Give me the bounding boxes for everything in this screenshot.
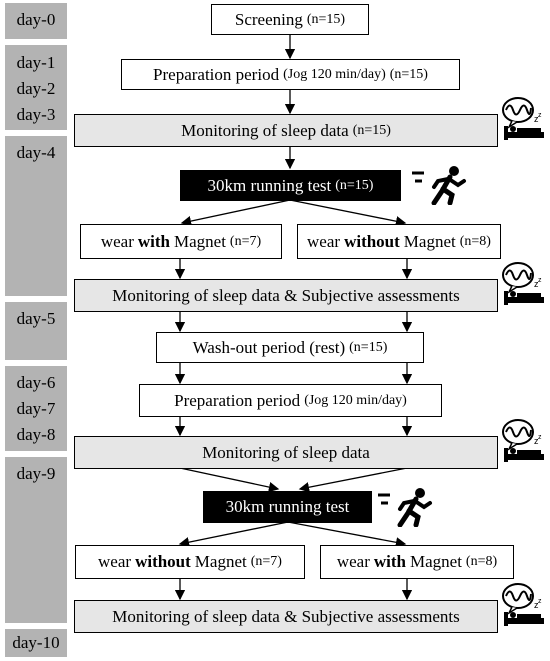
sleep-subjective-box-1: Monitoring of sleep data & Subjective as… (74, 279, 498, 312)
preparation-label-2: Preparation period (174, 390, 301, 410)
preparation-detail-2: (Jog 120 min/day) (304, 392, 407, 408)
with-word-d: with (373, 552, 406, 571)
day-band-9 (5, 457, 67, 623)
screening-label: Screening (234, 9, 303, 29)
day-label-10: day-10 (12, 633, 60, 652)
svg-text:z: z (534, 600, 539, 610)
sleep-subjective-box-2: Monitoring of sleep data & Subjective as… (74, 600, 498, 633)
magnet-word-b: Magnet (403, 231, 456, 251)
day-label-0: day-0 (16, 10, 56, 29)
day-label-4: day-4 (16, 143, 56, 162)
sleep-subjective-label-2: Monitoring of sleep data & Subjective as… (112, 606, 460, 626)
wear-word-a: wear (100, 231, 134, 251)
running-test-label-2: 30km running test (225, 497, 350, 516)
running-test-count-1: (n=15) (335, 177, 374, 193)
day-label-8: day-8 (16, 425, 56, 444)
svg-text:z: z (538, 277, 542, 284)
wear-without-magnet-box-1: wear without Magnet (n=8) (297, 224, 501, 259)
day-band-5 (5, 302, 67, 360)
wear-with-count-2: (n=8) (465, 554, 498, 569)
magnet-word-c: Magnet (194, 552, 247, 571)
wear-with-magnet-box-2: wear with Magnet (n=8) (320, 545, 514, 579)
washout-box: Wash-out period (rest) (n=15) (156, 332, 424, 363)
preparation-detail-1: (Jog 120 min/day) (283, 66, 386, 82)
sleep-monitoring-box-2: Monitoring of sleep data (74, 436, 498, 469)
screening-count: (n=15) (306, 11, 346, 27)
wear-word-b: wear (307, 231, 341, 251)
preparation-count-1: (n=15) (389, 66, 428, 82)
runner-icon (412, 166, 466, 205)
day-label-5: day-5 (16, 309, 56, 328)
without-word-b: without (344, 231, 400, 251)
day-band-10 (5, 629, 67, 657)
wear-with-count-1: (n=7) (229, 233, 262, 249)
sleep-monitor-icon: z z (502, 97, 544, 140)
running-test-box-2: 30km running test (203, 491, 372, 523)
wear-without-count-1: (n=8) (459, 233, 491, 249)
without-word-c: without (135, 552, 191, 571)
wear-word-c: wear (98, 552, 132, 571)
svg-text:z: z (534, 279, 539, 289)
runner-icon (378, 488, 432, 527)
day-band-4 (5, 136, 67, 296)
sleep-monitoring-label-1: Monitoring of sleep data (181, 120, 349, 140)
sleep-monitoring-box-1: Monitoring of sleep data (n=15) (74, 114, 498, 147)
wear-word-d: wear (336, 552, 370, 571)
day-label-7: day-7 (16, 399, 56, 418)
sleep-monitoring-count-1: (n=15) (352, 122, 391, 138)
washout-label: Wash-out period (rest) (192, 337, 346, 357)
wear-without-count-2: (n=7) (250, 554, 282, 569)
sleep-monitor-icon: z z (502, 262, 544, 305)
day-band-0 (5, 3, 67, 39)
magnet-word-d: Magnet (409, 552, 462, 571)
running-test-label-1: 30km running test (207, 175, 332, 195)
sleep-monitoring-label-2: Monitoring of sleep data (202, 442, 370, 462)
svg-text:z: z (538, 112, 542, 119)
washout-count: (n=15) (349, 339, 388, 355)
svg-text:z: z (534, 436, 539, 446)
preparation-box-2: Preparation period (Jog 120 min/day) (139, 384, 442, 417)
day-band-6-8 (5, 366, 67, 451)
preparation-label-1: Preparation period (153, 64, 280, 84)
wear-with-magnet-box-1: wear with Magnet (n=7) (80, 224, 282, 259)
screening-box: Screening (n=15) (211, 4, 369, 35)
magnet-word-a: Magnet (173, 231, 226, 251)
svg-text:z: z (538, 434, 542, 441)
day-label-6: day-6 (16, 373, 56, 392)
svg-text:z: z (538, 598, 542, 605)
with-word-a: with (137, 231, 170, 251)
day-band-1-3 (5, 45, 67, 130)
running-test-box-1: 30km running test (n=15) (180, 170, 401, 201)
day-label-3: day-3 (16, 105, 56, 124)
wear-without-magnet-box-2: wear without Magnet (n=7) (75, 545, 305, 579)
day-label-2: day-2 (16, 79, 56, 98)
day-label-1: day-1 (16, 53, 56, 72)
sleep-subjective-label-1: Monitoring of sleep data & Subjective as… (112, 285, 460, 305)
svg-text:z: z (534, 114, 539, 124)
sleep-monitor-icon: z z (502, 583, 544, 626)
day-label-9: day-9 (16, 464, 56, 483)
preparation-box-1: Preparation period (Jog 120 min/day) (n=… (121, 59, 460, 90)
sleep-monitor-icon: z z (502, 419, 544, 462)
